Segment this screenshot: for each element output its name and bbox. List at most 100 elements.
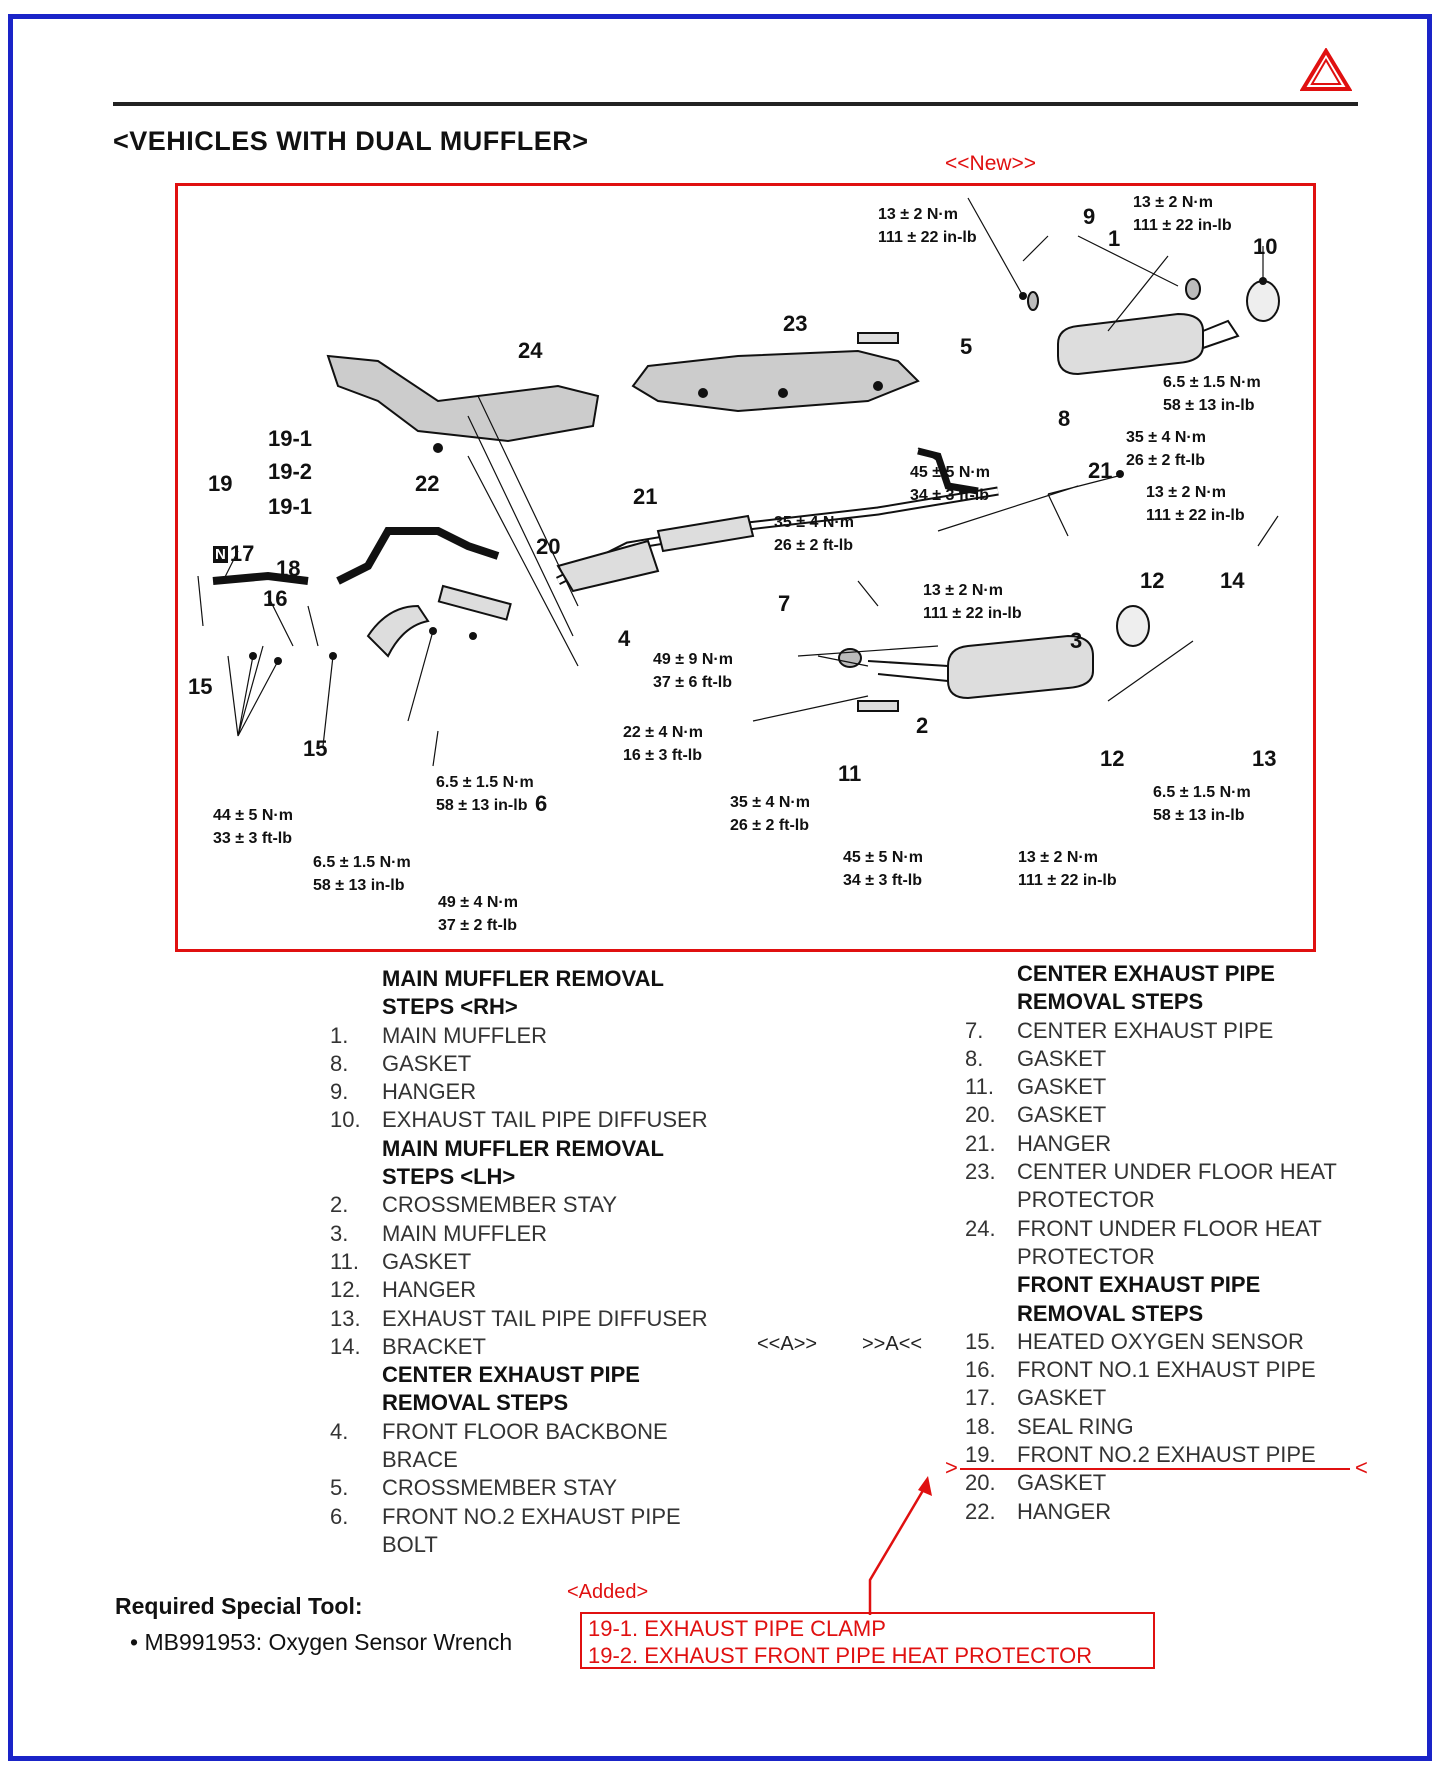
- step-text: EXHAUST TAIL PIPE DIFFUSER: [382, 1305, 708, 1331]
- step-text: HANGER: [1017, 1498, 1112, 1524]
- step-number: [330, 1531, 382, 1559]
- step-number: 15.: [965, 1328, 996, 1354]
- step-number: [330, 965, 382, 993]
- step-number: 19.: [965, 1442, 996, 1468]
- step-row: 22. HANGER: [965, 1498, 1385, 1526]
- step-number: 4.: [330, 1418, 349, 1444]
- step-number: [965, 1243, 1017, 1271]
- muffler-lh-inlet: [867, 660, 949, 682]
- step-number: 1.: [330, 1022, 349, 1048]
- torque-spec: 45 ± 5 N·m 34 ± 3 ft-lb: [843, 849, 923, 889]
- callout-arrow: [868, 1476, 932, 1615]
- step-number: 22.: [965, 1498, 996, 1524]
- step-text: FRONT UNDER FLOOR HEAT: [1017, 1215, 1322, 1241]
- step-text: FRONT NO.2 EXHAUST PIPE: [382, 1503, 681, 1529]
- part-label: 24: [518, 338, 543, 363]
- torque-spec: 45 ± 5 N·m 34 ± 3 ft-lb: [910, 464, 990, 504]
- step-row: 13. EXHAUST TAIL PIPE DIFFUSER: [330, 1305, 750, 1333]
- step-text: GASKET: [1017, 1045, 1107, 1071]
- step-number: 21.: [965, 1130, 996, 1156]
- gasket-11: [838, 648, 862, 668]
- step-row: 11.GASKET: [965, 1073, 1385, 1101]
- tool-heading: Required Special Tool:: [115, 1593, 363, 1619]
- step-number: [965, 960, 1017, 988]
- step-row: PROTECTOR: [965, 1243, 1385, 1271]
- torque-spec: 35 ± 4 N·m 26 ± 2 ft-lb: [730, 794, 810, 834]
- highlight-underline: [960, 1468, 1350, 1470]
- torque-spec: 6.5 ± 1.5 N·m 58 ± 13 in-lb: [1153, 784, 1251, 824]
- diffuser-10: [1246, 280, 1280, 322]
- part-label: 10: [1253, 234, 1278, 259]
- step-text: EXHAUST TAIL PIPE DIFFUSER: [382, 1107, 708, 1133]
- part-label: 15: [303, 736, 328, 761]
- part-label: 18: [276, 556, 301, 581]
- part-label: 11: [838, 761, 862, 786]
- step-number: 9.: [330, 1079, 349, 1105]
- heat-protector-24: [326, 354, 600, 443]
- step-number: [330, 1163, 382, 1191]
- step-text: GASKET: [1017, 1102, 1107, 1128]
- part-label: 23: [783, 311, 808, 336]
- step-text: CROSSMEMBER STAY: [382, 1192, 618, 1218]
- leader-lines: [197, 197, 1279, 767]
- torque-spec: 6.5 ± 1.5 N·m 58 ± 13 in-lb: [436, 774, 534, 814]
- part-label: 19: [208, 471, 233, 496]
- step-number: 17.: [965, 1385, 996, 1411]
- step-text: BOLT: [382, 1531, 438, 1557]
- added-line: 19-2. EXHAUST FRONT PIPE HEAT PROTECTOR: [588, 1643, 1093, 1668]
- step-number: 13.: [330, 1305, 361, 1331]
- muffler-rh-tail: [1202, 319, 1240, 349]
- step-row: STEPS <LH>: [330, 1163, 750, 1191]
- part-label: 7: [778, 591, 791, 616]
- step-text: MAIN MUFFLER: [382, 1220, 547, 1246]
- step-row: 14.BRACKET: [330, 1333, 750, 1361]
- exhaust-drawing: [197, 197, 1280, 767]
- step-row: MAIN MUFFLER REMOVAL: [330, 965, 750, 993]
- step-text: CENTER EXHAUST PIPE: [1017, 961, 1275, 986]
- torque-spec: 6.5 ± 1.5 N·m 58 ± 13 in-lb: [1163, 374, 1261, 414]
- resonator: [656, 514, 755, 553]
- torque-spec: 13 ± 2 N·m 111 ± 22 in-lb: [1018, 849, 1117, 889]
- front-pipe-16: [212, 571, 309, 585]
- step-text: GASKET: [1017, 1470, 1107, 1496]
- step-row: 11.GASKET: [330, 1248, 750, 1276]
- step-row: 23.CENTER UNDER FLOOR HEAT: [965, 1158, 1385, 1186]
- step-number: [330, 1135, 382, 1163]
- catalyst: [556, 539, 660, 593]
- part-label: 19-2: [268, 459, 313, 484]
- part-label: 15: [188, 674, 213, 699]
- step-text: SEAL RING: [1017, 1413, 1134, 1439]
- part-label: 22: [415, 471, 440, 496]
- step-row: 21.HANGER: [965, 1130, 1385, 1158]
- exhaust-diagram: 1 2 3 4 5 6 7 8 9 10 12 12 13 14 15 15 1…: [175, 183, 1316, 952]
- step-text: CROSSMEMBER STAY: [382, 1475, 618, 1501]
- step-text: MAIN MUFFLER: [382, 1022, 547, 1048]
- part-label: 19-1: [268, 494, 313, 519]
- rear-y-pipe: [917, 447, 979, 495]
- part-label: 1: [1108, 226, 1121, 251]
- step-number: 11.: [965, 1074, 994, 1100]
- muffler-lh: [947, 634, 1094, 700]
- step-text: MAIN MUFFLER REMOVAL: [382, 1135, 664, 1161]
- part-label: 21: [1088, 458, 1113, 483]
- step-row: STEPS <RH>: [330, 993, 750, 1021]
- step-number: 8.: [965, 1045, 984, 1071]
- part-label: 3: [1070, 628, 1083, 653]
- new-tag: <<New>>: [945, 152, 1037, 175]
- step-row: CENTER EXHAUST PIPE: [965, 960, 1385, 988]
- torque-spec: 49 ± 9 N·m 37 ± 6 ft-lb: [653, 651, 733, 691]
- step-number: [965, 988, 1017, 1016]
- hanger-9b: [1185, 278, 1201, 300]
- step-text: CENTER EXHAUST PIPE: [382, 1362, 640, 1388]
- part-label: 13: [1252, 746, 1277, 771]
- part-label: 14: [1220, 568, 1245, 593]
- torque-spec: 13 ± 2 N·m 111 ± 22 in-lb: [1133, 194, 1232, 234]
- step-text: REMOVAL STEPS: [1017, 1300, 1204, 1326]
- step-row: 6.FRONT NO.2 EXHAUST PIPE: [330, 1503, 750, 1531]
- part-label: 5: [960, 334, 973, 359]
- part-label: 6: [535, 791, 548, 816]
- torque-spec: 13 ± 2 N·m 111 ± 22 in-lb: [878, 206, 977, 246]
- torque-spec: 35 ± 4 N·m 26 ± 2 ft-lb: [1126, 429, 1206, 469]
